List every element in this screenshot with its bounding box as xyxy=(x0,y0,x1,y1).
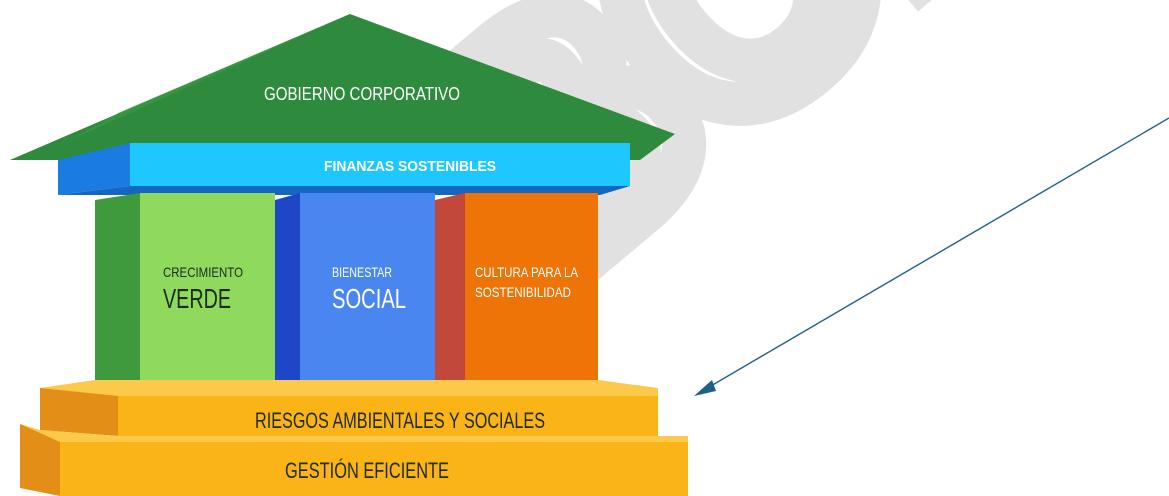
base-lower-top xyxy=(20,424,688,442)
roof-highlight xyxy=(70,14,350,140)
beam: FINANZAS SOSTENIBLES xyxy=(58,143,630,195)
base-upper-top xyxy=(40,380,658,396)
pillar-green-line2: VERDE xyxy=(163,283,231,314)
base-lower-front xyxy=(60,442,688,496)
base-lower: GESTIÓN EFICIENTE xyxy=(20,424,688,496)
base-upper: RIESGOS AMBIENTALES Y SOCIALES xyxy=(40,380,658,436)
beam-label: FINANZAS SOSTENIBLES xyxy=(324,158,496,175)
pillar-blue-line1: BIENESTAR xyxy=(332,264,392,280)
pillar-orange-line1: CULTURA PARA LA xyxy=(475,264,579,280)
pillar-blue-side xyxy=(275,193,300,390)
base-upper-side xyxy=(40,388,118,436)
pillar-crecimiento-verde: CRECIMIENTO VERDE xyxy=(95,193,275,390)
beam-underside xyxy=(58,186,630,195)
pillar-blue-line2: SOCIAL xyxy=(332,283,406,314)
roof: GOBIERNO CORPORATIVO xyxy=(10,14,675,160)
base-lower-side xyxy=(20,424,60,496)
roof-front xyxy=(10,14,675,160)
arrow-line xyxy=(703,117,1169,391)
arrow-head xyxy=(694,380,716,396)
base-lower-label: GESTIÓN EFICIENTE xyxy=(285,458,449,483)
pillar-cultura-sostenibilidad: CULTURA PARA LA SOSTENIBILIDAD xyxy=(435,193,598,390)
pillar-bienestar-social: BIENESTAR SOCIAL xyxy=(275,193,435,390)
base-upper-front xyxy=(118,396,658,436)
roof-label: GOBIERNO CORPORATIVO xyxy=(264,84,460,104)
pillar-green-side xyxy=(95,193,140,390)
beam-front xyxy=(130,143,630,186)
beam-side xyxy=(58,143,130,195)
pillar-blue-front xyxy=(300,193,435,390)
pillar-green-line1: CRECIMIENTO xyxy=(163,264,243,280)
pillar-orange-line2: SOSTENIBILIDAD xyxy=(475,284,571,300)
pillar-green-front xyxy=(140,193,275,390)
base-upper-label: RIESGOS AMBIENTALES Y SOCIALES xyxy=(255,408,545,433)
pointer-arrow xyxy=(694,117,1169,396)
pillar-orange-front xyxy=(465,193,598,390)
pillar-orange-side xyxy=(435,193,465,390)
